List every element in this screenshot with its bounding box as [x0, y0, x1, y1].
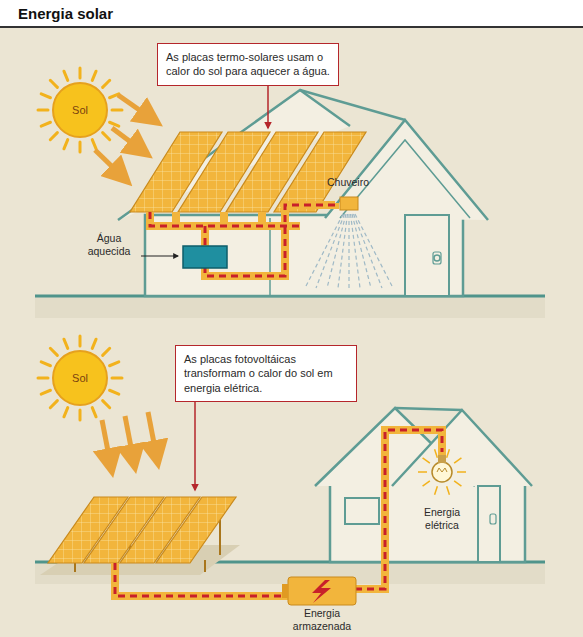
callout-text: As placas fotovoltáicas transformam o ca… — [184, 352, 348, 395]
callout-box: As placas termo-solares usam o calor do … — [157, 43, 339, 86]
ground-strip — [35, 296, 545, 318]
tank-label: Água aquecida — [78, 232, 140, 258]
callout-text: As placas termo-solares usam o calor do … — [166, 50, 330, 79]
sun-circle: Sol — [52, 350, 108, 406]
lamp-label: Energia elétrica — [410, 506, 474, 532]
leader-line — [141, 255, 178, 256]
sun-label: Sol — [72, 372, 88, 384]
shower-head — [340, 197, 358, 210]
callout-arrow — [267, 84, 269, 128]
diagram-title: Energia solar — [18, 5, 113, 22]
title-rule — [0, 26, 583, 28]
photovoltaic-panels — [48, 497, 236, 563]
sun-label: Sol — [72, 104, 88, 116]
sunlight-arrows — [102, 412, 158, 472]
power-cable — [115, 430, 442, 596]
battery — [282, 577, 356, 605]
callout-box: As placas fotovoltáicas transformam o ca… — [175, 345, 357, 402]
callout-arrow — [194, 402, 196, 490]
title-bar — [0, 0, 583, 27]
shower-water — [305, 214, 393, 288]
battery-label: Energia armazenada — [280, 607, 364, 633]
light-bulb — [418, 449, 466, 495]
thermo-solar-panels — [130, 132, 366, 212]
hot-water-pipe — [150, 203, 335, 276]
house — [118, 90, 488, 296]
hot-water-tank — [183, 246, 227, 268]
shower-label: Chuveiro — [318, 176, 378, 189]
sun-circle: Sol — [52, 82, 108, 138]
